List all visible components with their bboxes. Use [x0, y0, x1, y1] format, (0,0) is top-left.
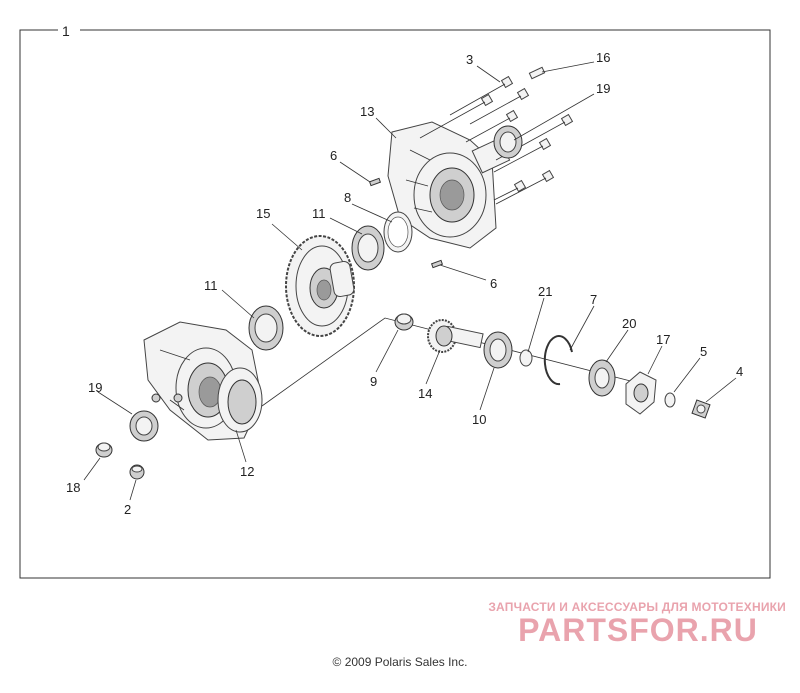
seal-lower[interactable]: [129, 410, 159, 442]
callout-20: 20: [622, 316, 636, 331]
o-ring[interactable]: [519, 349, 533, 367]
callout-7: 7: [590, 292, 597, 307]
callout-19-lower: 19: [88, 380, 102, 395]
callout-6-upper: 6: [330, 148, 337, 163]
watermark-logo: PARTSFOR.RU: [518, 612, 758, 646]
callout-16: 16: [596, 50, 610, 65]
callout-5: 5: [700, 344, 707, 359]
callout-11-lower: 11: [204, 278, 218, 293]
lower-housing[interactable]: [143, 321, 263, 441]
ring-gear[interactable]: [285, 235, 355, 337]
callout-17: 17: [656, 332, 670, 347]
bushing[interactable]: [394, 313, 414, 331]
callout-4: 4: [736, 364, 743, 379]
bearing-upper[interactable]: [351, 225, 385, 271]
copyright-notice: © 2009 Polaris Sales Inc.: [332, 655, 468, 669]
callout-6-lower: 6: [490, 276, 497, 291]
callout-10: 10: [472, 412, 486, 427]
leader-lines: [83, 61, 737, 501]
frame-label: 1: [62, 23, 70, 39]
flange-nut[interactable]: [691, 399, 711, 419]
washer[interactable]: [664, 392, 676, 408]
callout-labels: 3 16 19 13 6 8 15 11 6 21 7 20 17 5 4 11…: [66, 50, 743, 517]
callout-21: 21: [538, 284, 552, 299]
pinion-seal[interactable]: [588, 359, 616, 397]
watermark-subtitle: ЗАПЧАСТИ И АКСЕССУАРЫ ДЛЯ МОТОТЕХНИКИ: [488, 600, 786, 614]
callout-15: 15: [256, 206, 270, 221]
callout-11-upper: 11: [312, 206, 326, 221]
assembly-axis-line: [261, 317, 651, 407]
fill-plug[interactable]: [129, 464, 145, 480]
drain-plug[interactable]: [95, 442, 113, 458]
callout-18: 18: [66, 480, 80, 495]
callout-14: 14: [418, 386, 432, 401]
callout-8: 8: [344, 190, 351, 205]
dowel-pin-b[interactable]: [430, 259, 444, 269]
frame: 1: [19, 22, 771, 579]
callout-3: 3: [466, 52, 473, 67]
dowel-pin-a[interactable]: [368, 177, 382, 187]
pinion-gear[interactable]: [427, 319, 484, 353]
callout-2: 2: [124, 502, 131, 517]
callout-12: 12: [240, 464, 254, 479]
watermark-logo-text: PARTSFOR.RU: [518, 612, 758, 646]
callout-9: 9: [370, 374, 377, 389]
upper-housing[interactable]: [387, 121, 511, 249]
housing-bolts[interactable]: [419, 66, 574, 205]
snap-ring[interactable]: [543, 335, 573, 386]
callout-19-upper: 19: [596, 81, 610, 96]
bearing-lower[interactable]: [248, 305, 284, 351]
pinion-bearing[interactable]: [483, 331, 513, 369]
callout-13: 13: [360, 104, 374, 119]
output-flange[interactable]: [625, 371, 657, 415]
seal-upper[interactable]: [493, 125, 523, 159]
